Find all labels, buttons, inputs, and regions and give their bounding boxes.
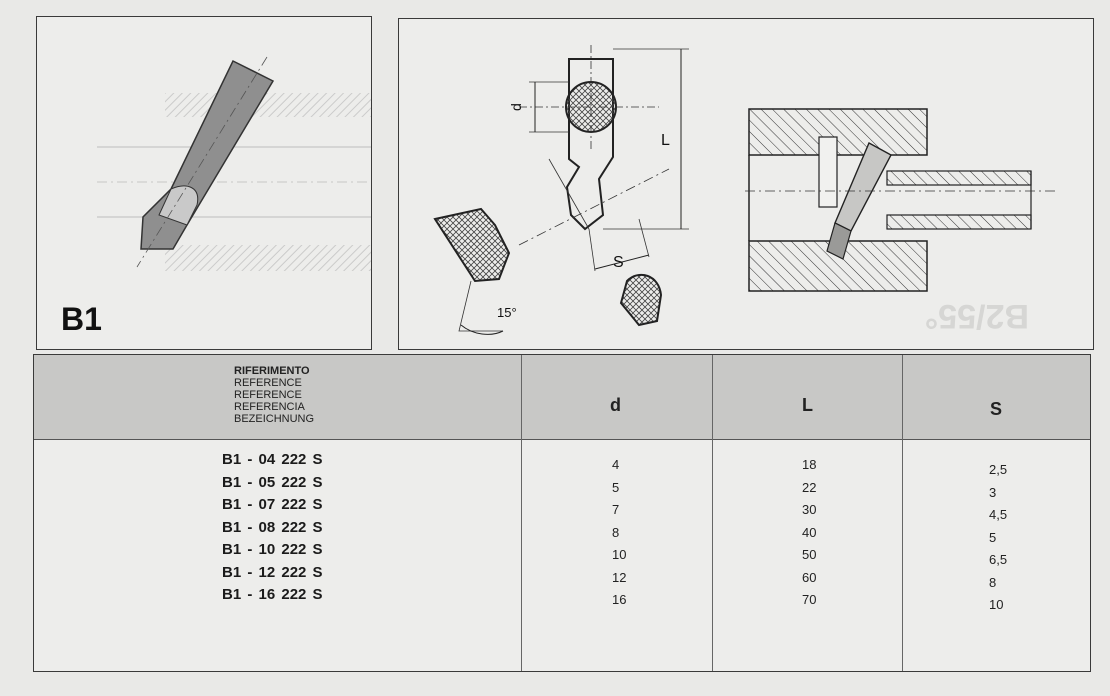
table-cell-d: 12: [612, 569, 627, 585]
table-cell-d: 4: [612, 457, 620, 472]
column-header-L: L: [802, 395, 813, 415]
reference-column: B1 - 04 222 S B1 - 05 222 S B1 - 07 222 …: [222, 449, 323, 607]
table-row-reference: B1 - 10 222 S: [222, 541, 323, 558]
dimension-label-L: L: [661, 132, 670, 149]
table-cell-L: 18: [802, 457, 817, 472]
column-header-d: d: [610, 395, 621, 415]
table-cell-L: 50: [802, 547, 817, 562]
boring-bar-drawing: [97, 56, 371, 271]
table-cell-L: 60: [802, 569, 817, 585]
table-cell-S: 4,5: [989, 507, 1008, 522]
table-cell-L: 70: [802, 592, 817, 607]
d-column: 4 5 7 8 10 12 16: [612, 454, 626, 612]
table-cell-S: 2,5: [989, 462, 1008, 477]
S-column: 2,5 3 4,5 5 6,5 8 10: [989, 459, 1007, 617]
background-ghost-text: B2/55°: [925, 297, 1029, 335]
angle-label: 15°: [497, 305, 517, 320]
tool-profile: [433, 45, 689, 335]
table-cell-d: 8: [612, 524, 620, 540]
table-row-reference: B1 - 04 222 S: [222, 451, 323, 468]
table-cell-L: 40: [802, 524, 817, 540]
table-cell-d: 16: [612, 592, 627, 607]
table-row-reference: B1 - 07 222 S: [222, 496, 323, 513]
table-cell-S: 10: [989, 597, 1004, 612]
dimension-label-S: S: [613, 254, 624, 271]
dimension-drawing-panel: d L S 15° B2/55°: [398, 18, 1094, 350]
column-header-S: S: [990, 399, 1003, 419]
table-cell-S: 5: [989, 529, 997, 545]
reference-header: RIFERIMENTO REFERENCE REFERENCE REFERENC…: [234, 365, 315, 425]
table-header: [34, 355, 1090, 440]
table-cell-S: 3: [989, 484, 997, 500]
table-cell-S: 8: [989, 574, 997, 590]
table-cell-d: 7: [612, 502, 620, 517]
table-cell-L: 30: [802, 502, 817, 517]
table-row-reference: B1 - 08 222 S: [222, 518, 323, 536]
L-column: 18 22 30 40 50 60 70: [802, 454, 816, 612]
figure-title: B1: [61, 301, 102, 337]
table-cell-L: 22: [802, 479, 817, 495]
dimension-drawings: d L S 15° B2/55°: [433, 45, 1059, 335]
dimensions-table: RIFERIMENTO REFERENCE REFERENCE REFERENC…: [33, 354, 1091, 672]
table-cell-S: 6,5: [989, 552, 1008, 567]
table-row-reference: B1 - 05 222 S: [222, 473, 323, 491]
table-row-reference: B1 - 16 222 S: [222, 586, 323, 603]
table-row-reference: B1 - 12 222 S: [222, 563, 323, 581]
table-cell-d: 5: [612, 479, 620, 495]
dimension-label-d: d: [508, 103, 524, 111]
workpiece-section: [745, 108, 1059, 292]
table-cell-d: 10: [612, 547, 627, 562]
tool-illustration-panel: B1: [36, 16, 372, 350]
